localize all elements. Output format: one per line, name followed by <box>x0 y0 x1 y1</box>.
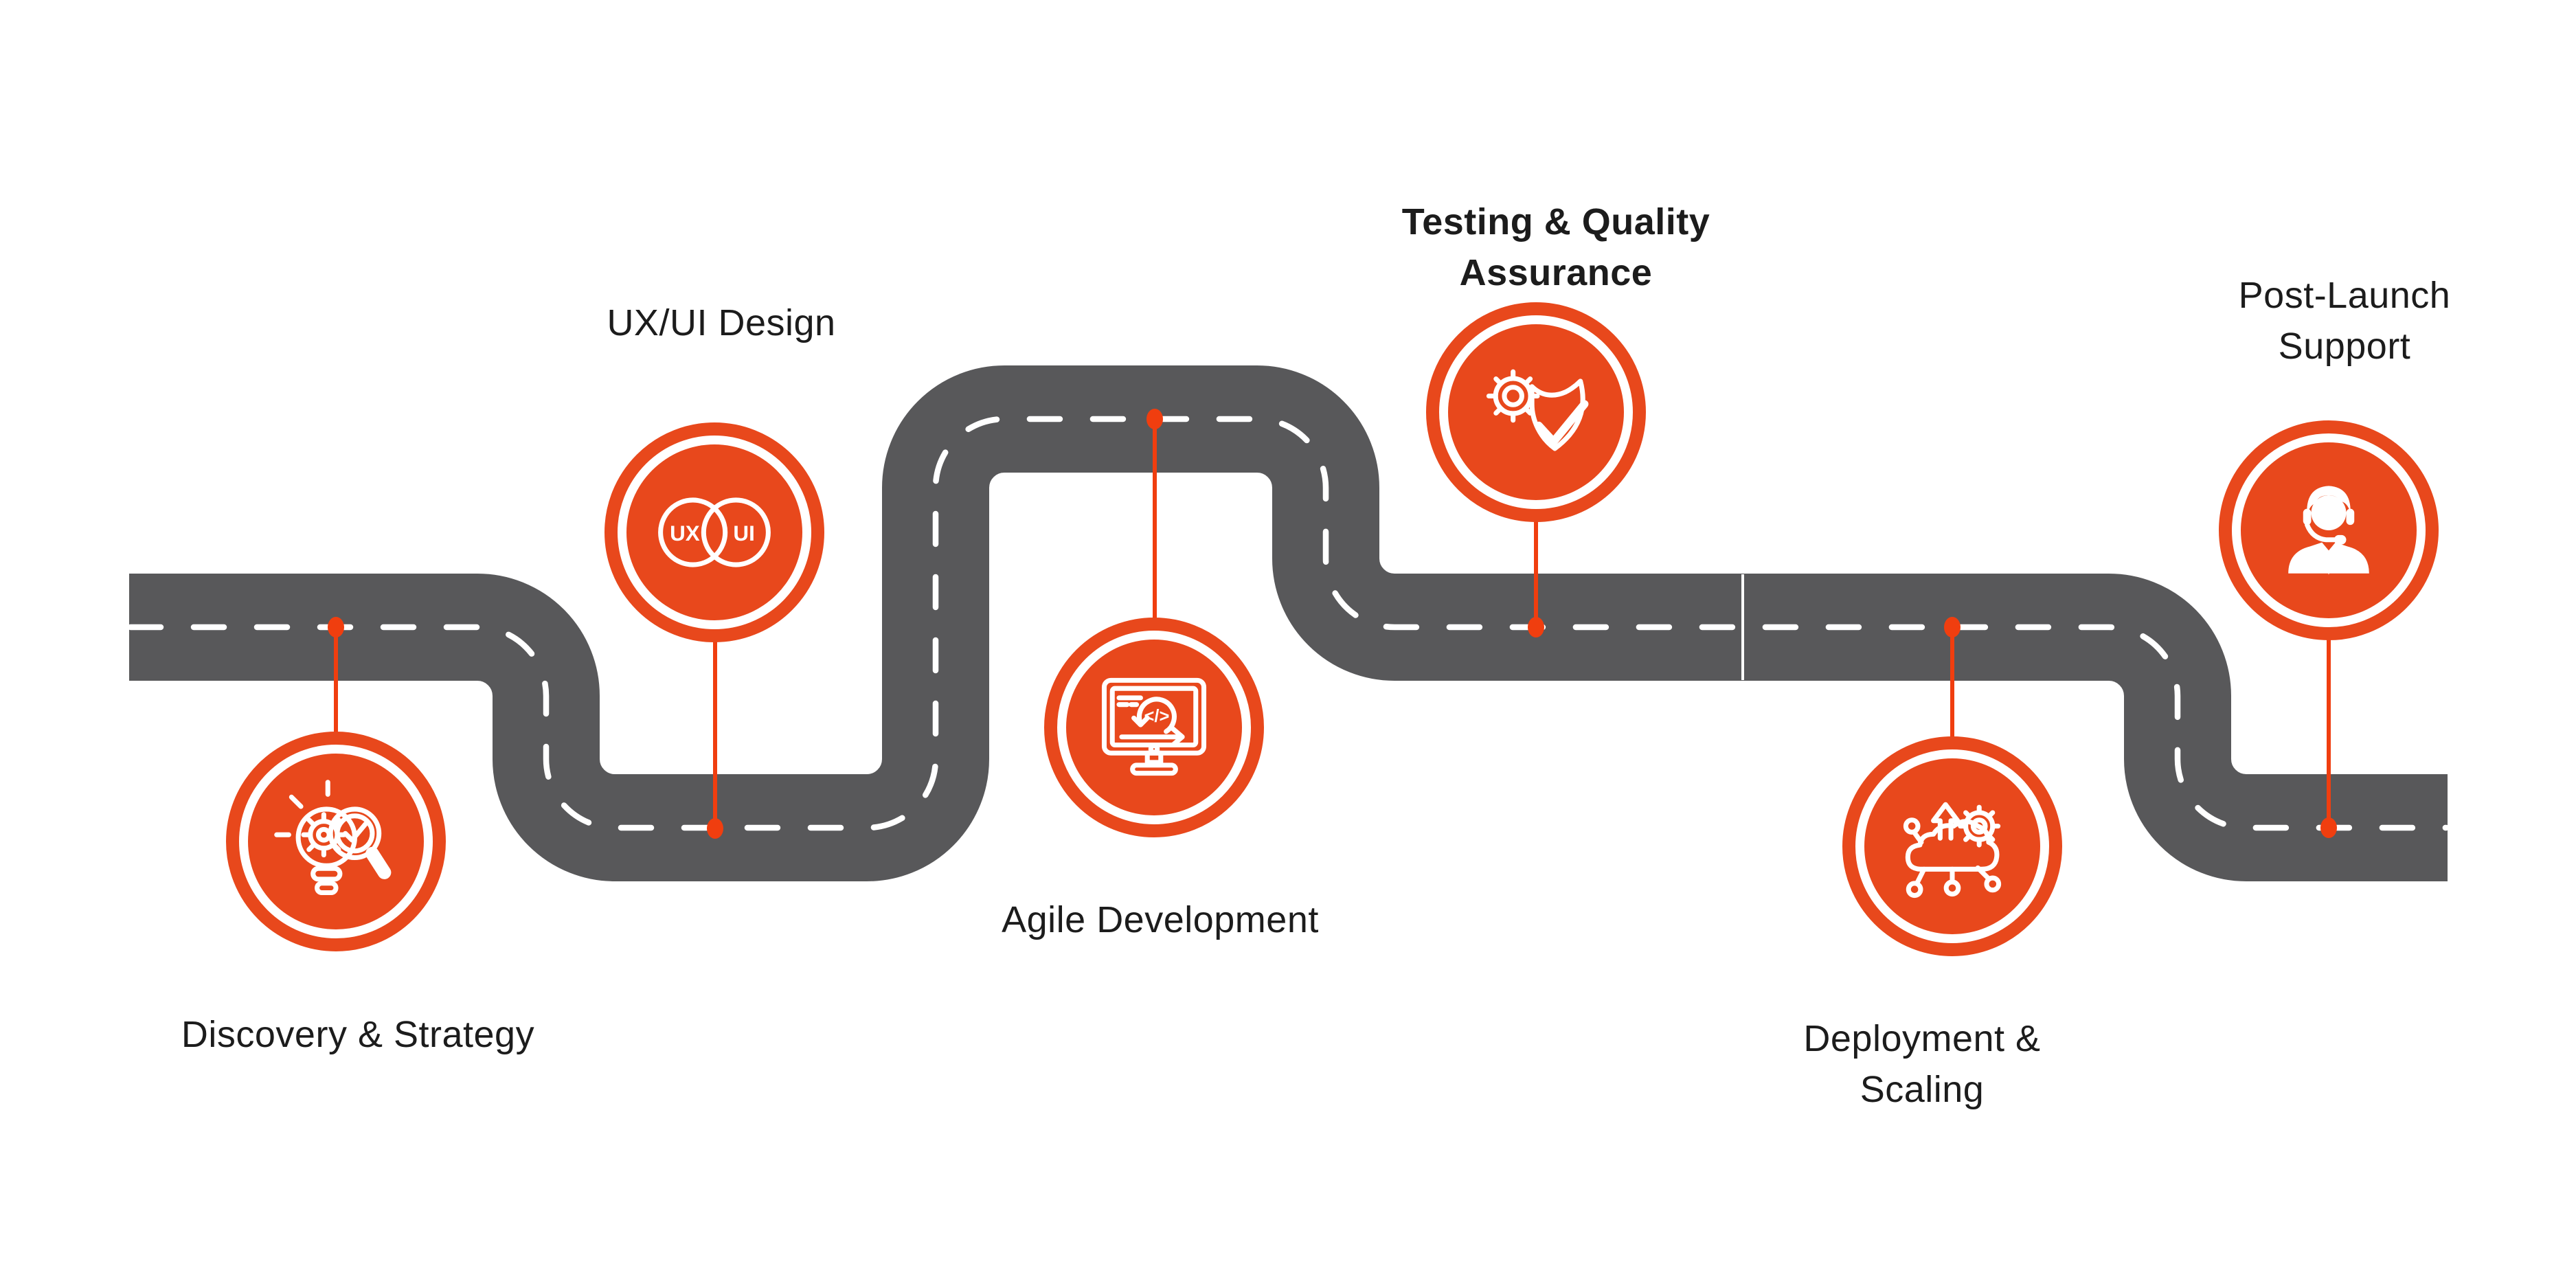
road-body <box>129 365 2448 881</box>
stage-badge-deployment-scaling <box>1842 736 2062 956</box>
road-marker-dot <box>328 617 344 637</box>
road-marker-dot <box>1146 409 1163 429</box>
gear-shield-check-icon <box>1486 369 1589 451</box>
road-marker-dot <box>707 818 723 839</box>
stage-badge-testing-qa <box>1426 302 1646 522</box>
agile-code-monitor-icon: </> <box>1101 677 1207 776</box>
stage-badge-discovery <box>226 732 446 951</box>
stage-label-line: Assurance <box>1459 252 1653 293</box>
stage-label-line: Testing & Quality <box>1401 201 1710 242</box>
stage-label-line: Post-Launch <box>2238 275 2451 316</box>
stage-label-agile-development: Agile Development <box>851 894 1469 945</box>
stage-label-line: Deployment & <box>1803 1018 2041 1059</box>
stage-label-line: Scaling <box>1860 1069 1985 1110</box>
badge-disc <box>2241 442 2417 618</box>
stage-label-line: Discovery & Strategy <box>181 1014 535 1055</box>
stage-badge-agile-development: </> <box>1044 618 1264 837</box>
stage-label-testing-qa: Testing & Quality Assurance <box>1247 196 1865 298</box>
ux-ui-venn-icon: UX UI <box>658 497 771 567</box>
stage-badge-ux-ui-design: UX UI <box>605 422 824 642</box>
stage-label-discovery: Discovery & Strategy <box>49 1009 667 1060</box>
svg-text:UX: UX <box>670 521 700 545</box>
stage-label-line: Agile Development <box>1002 899 1319 940</box>
stage-label-deployment-scaling: Deployment & Scaling <box>1613 1013 2231 1115</box>
badge-disc <box>248 754 424 929</box>
stage-label-line: Support <box>2278 326 2411 367</box>
support-agent-headset-icon <box>2288 486 2369 575</box>
stage-badge-post-launch-support <box>2219 420 2439 640</box>
badge-disc: </> <box>1066 640 1242 815</box>
lightbulb-gear-search-icon <box>274 780 392 896</box>
road-marker-dot <box>1528 617 1544 637</box>
cloud-network-scale-icon <box>1903 802 2002 899</box>
stage-label-post-launch-support: Post-Launch Support <box>2035 270 2576 372</box>
road-marker-dot <box>2320 817 2337 838</box>
svg-text:</>: </> <box>1144 707 1170 726</box>
road-marker-dot <box>1944 617 1961 637</box>
stage-label-line: UX/UI Design <box>607 302 836 343</box>
badge-disc <box>1448 324 1624 500</box>
stage-label-ux-ui-design: UX/UI Design <box>412 297 1030 348</box>
badge-disc <box>1864 758 2040 934</box>
svg-text:UI: UI <box>733 521 754 545</box>
badge-disc: UX UI <box>626 444 802 620</box>
